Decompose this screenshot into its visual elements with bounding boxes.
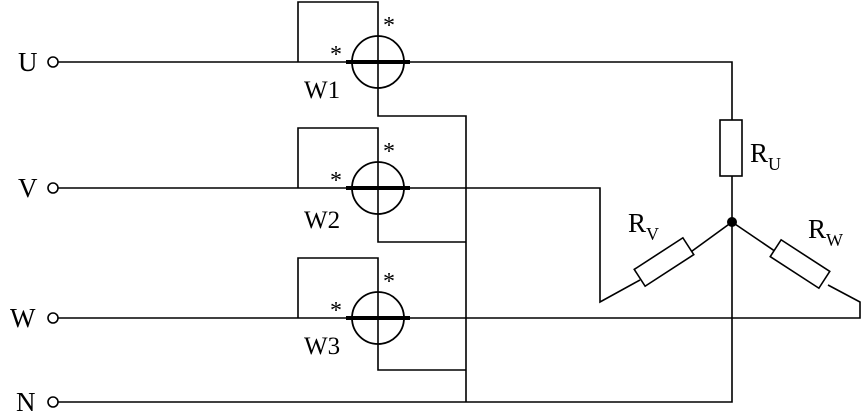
rv-label: RV: [628, 208, 659, 244]
terminal-u: U: [18, 47, 59, 77]
wire-rv-star: [687, 221, 733, 255]
terminal-n-label: N: [16, 387, 36, 414]
w1-star-left: *: [330, 42, 342, 68]
star-node: [727, 217, 737, 227]
terminal-v: V: [18, 173, 59, 203]
terminal-u-dot: [47, 56, 59, 68]
terminal-w-label: W: [10, 303, 36, 333]
terminal-u-label: U: [18, 47, 38, 77]
terminal-v-dot: [47, 182, 59, 194]
w3-current-loop: [297, 257, 379, 318]
w2-voltage-lead: [377, 214, 466, 243]
resistor-rv: RV: [628, 208, 695, 288]
wire-u: [58, 61, 733, 120]
w3-star-left: *: [330, 298, 342, 324]
wire-w: [58, 284, 861, 319]
terminal-n: N: [16, 387, 59, 414]
w1-voltage-lead: [377, 88, 467, 402]
rw-label: RW: [808, 214, 843, 250]
w2-label: W2: [304, 207, 340, 234]
w2-star-left: *: [330, 168, 342, 194]
w3-label: W3: [304, 333, 340, 360]
ru-label: RU: [750, 138, 781, 174]
wattmeter-w1: * * W1: [304, 13, 410, 104]
ru-body: [719, 119, 743, 177]
wire-n: [58, 222, 733, 403]
voltage-coil-connections: [297, 1, 467, 402]
w2-star-top: *: [383, 139, 395, 165]
terminal-v-label: V: [18, 173, 38, 203]
line-wires: [58, 61, 861, 403]
w3-star-top: *: [383, 269, 395, 295]
wattmeter-w3: * * W3: [304, 269, 410, 360]
terminal-w: W: [10, 303, 59, 333]
w1-label: W1: [304, 77, 340, 104]
rw-body: [769, 238, 831, 290]
rv-body: [633, 236, 695, 288]
wattmeter-w2: * * W2: [304, 139, 410, 234]
w2-current-loop: [297, 127, 379, 188]
terminal-n-dot: [47, 396, 59, 408]
w1-current-loop: [297, 1, 379, 62]
wire-v: [58, 187, 641, 304]
w1-star-top: *: [383, 13, 395, 39]
terminal-w-dot: [47, 312, 59, 324]
resistor-ru: RU: [719, 119, 781, 177]
w3-voltage-lead: [377, 344, 466, 371]
resistor-rw: RW: [769, 214, 843, 290]
